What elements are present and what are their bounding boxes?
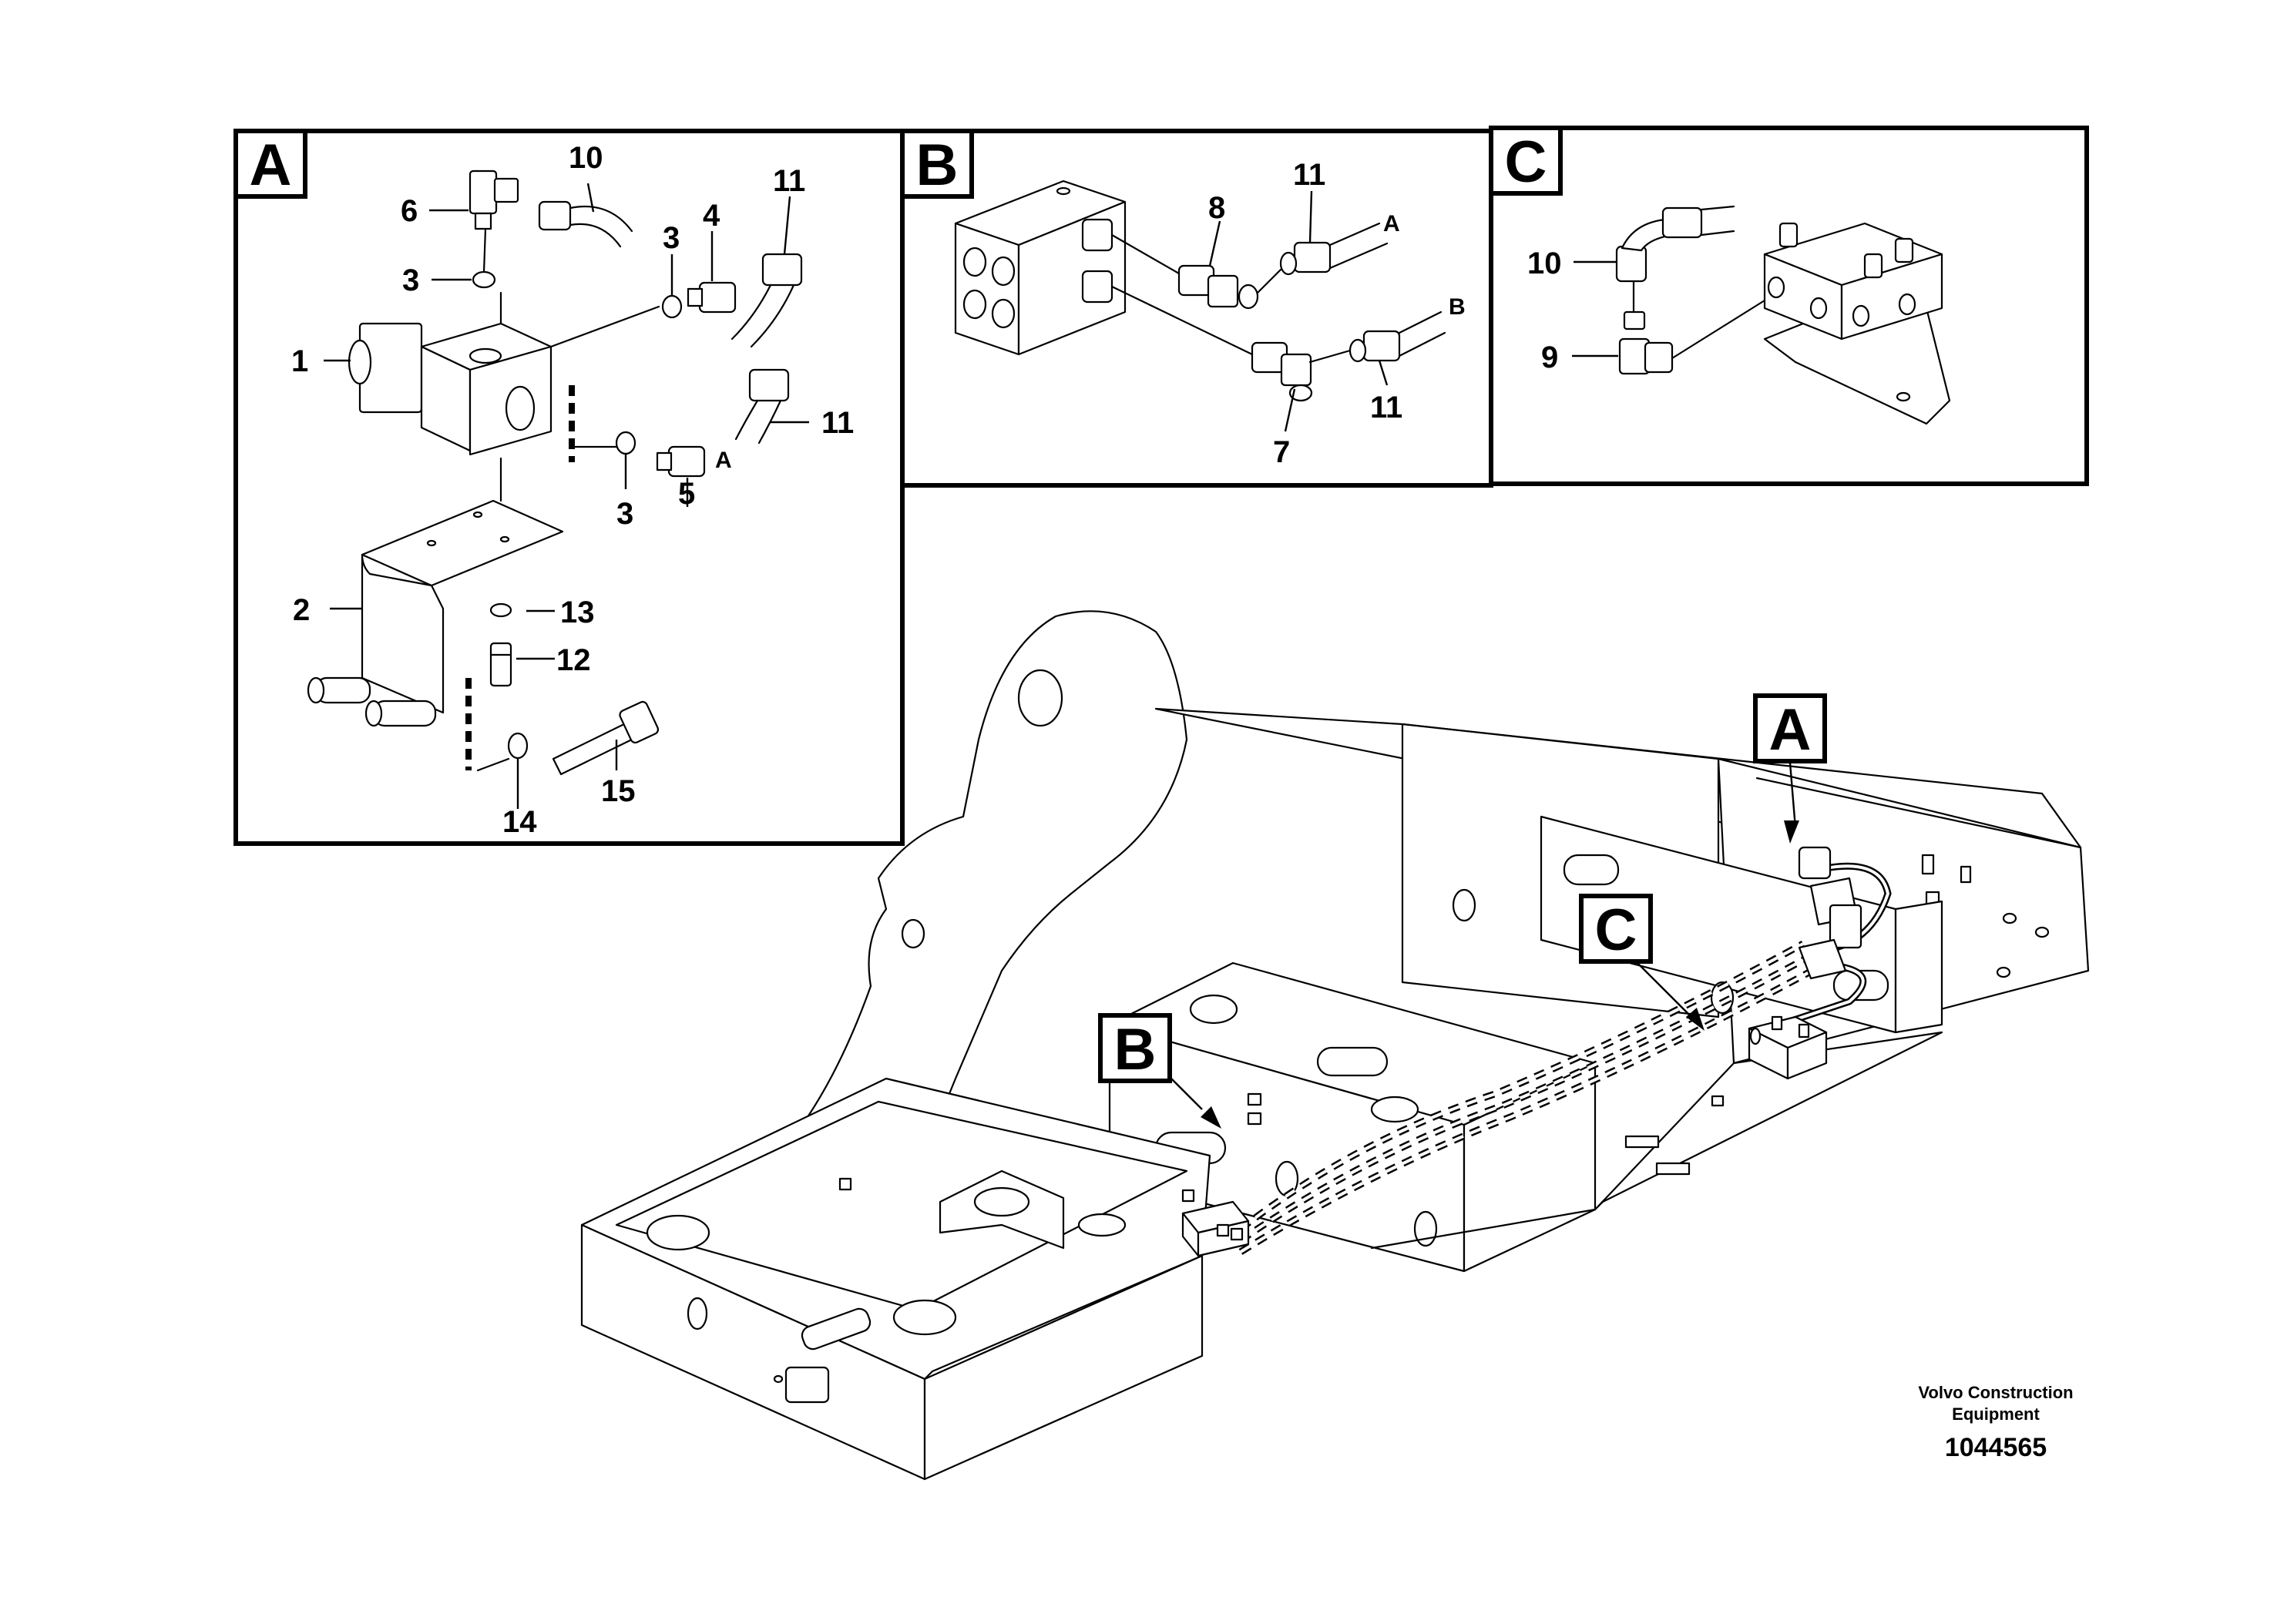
part-13-label: 13 (560, 596, 595, 629)
part-11-label-b: 11 (1370, 391, 1402, 424)
part-6-label: 6 (401, 194, 418, 228)
company-name-line1: Volvo Construction (1918, 1383, 2073, 1402)
washer-14 (507, 732, 529, 760)
part-11-label-a: 11 (1293, 158, 1325, 192)
hose-end-11-a (1279, 222, 1389, 276)
hydraulic-hoses (1238, 862, 1892, 1255)
detail-a-label-box (233, 129, 307, 199)
elbow-fitting-9 (1618, 310, 1674, 375)
detail-c-label-box (1489, 126, 1563, 196)
part-4-label: 4 (703, 199, 720, 233)
hose-end-11-b (1349, 310, 1446, 363)
valve-c-installed (1748, 1015, 1828, 1080)
hose-end-11-bottom (734, 368, 790, 445)
part-11-label-bottom: 11 (821, 406, 854, 440)
part-9-label: 9 (1541, 341, 1558, 374)
adapter-4 (687, 281, 737, 314)
part-10-label-c: 10 (1527, 247, 1562, 280)
elbow-fitting-6 (469, 169, 519, 230)
detail-c-label: C (1505, 129, 1547, 195)
o-ring-3-top (472, 270, 496, 289)
part-3-label-top: 3 (402, 263, 419, 297)
detail-b-label-box (900, 129, 974, 199)
manifold-block (954, 180, 1127, 356)
hose-10 (538, 200, 633, 248)
callout-b-main: B (1098, 1013, 1221, 1129)
port-b-label: B (1449, 294, 1466, 320)
port-a-label-b: A (1383, 211, 1400, 237)
hose-end-11-top (731, 253, 803, 348)
washer-13 (489, 602, 512, 618)
detail-box-b: B (900, 129, 1493, 488)
part-5-label: 5 (678, 477, 695, 511)
detail-a-label: A (250, 133, 292, 198)
mounting-bracket (307, 499, 564, 727)
detail-box-c: C (1489, 126, 2089, 486)
part-10-label: 10 (569, 141, 603, 175)
part-15-label: 15 (601, 774, 636, 808)
detail-a-frame (233, 129, 905, 846)
part-1-label: 1 (291, 344, 308, 378)
hose-elbow-10 (1615, 205, 1735, 283)
callout-a-main-label: A (1769, 697, 1812, 763)
part-7-label: 7 (1273, 435, 1290, 469)
detail-box-a: A (233, 129, 905, 846)
part-2-label: 2 (293, 593, 310, 627)
document-number: 1044565 (1945, 1433, 2047, 1462)
company-name-line2: Equipment (1952, 1404, 2040, 1424)
adapter-5 (656, 445, 706, 478)
machine-frame-overview: A C B (580, 610, 2090, 1481)
valve-assembly (1763, 222, 1951, 425)
bolt-12 (489, 642, 512, 687)
callout-b-main-label: B (1114, 1017, 1157, 1082)
detail-b-label: B (916, 133, 959, 198)
part-11-label-top: 11 (773, 164, 805, 198)
callout-c-main: C (1579, 894, 1705, 1031)
o-ring-3-lower (615, 431, 636, 455)
footer: Volvo Construction Equipment 1044565 (1918, 1383, 2073, 1462)
manifold-b-installed (1181, 1200, 1250, 1257)
elbow-fitting-8 (1177, 264, 1259, 310)
solenoid-valve (348, 291, 553, 456)
part-3-label-lower: 3 (616, 497, 633, 531)
detail-c-frame (1489, 126, 2089, 486)
part-3-label-right: 3 (663, 221, 680, 255)
callout-a-main: A (1753, 693, 1827, 844)
solenoid-a-installed (1798, 846, 1862, 980)
port-a-label: A (715, 448, 732, 473)
callout-c-main-label: C (1595, 898, 1637, 963)
bolt-15 (552, 700, 660, 776)
part-8-label: 8 (1208, 191, 1225, 225)
part-12-label: 12 (556, 643, 591, 677)
o-ring-3-right (661, 294, 683, 319)
elbow-fitting-7 (1251, 341, 1313, 402)
part-14-label: 14 (502, 805, 537, 839)
